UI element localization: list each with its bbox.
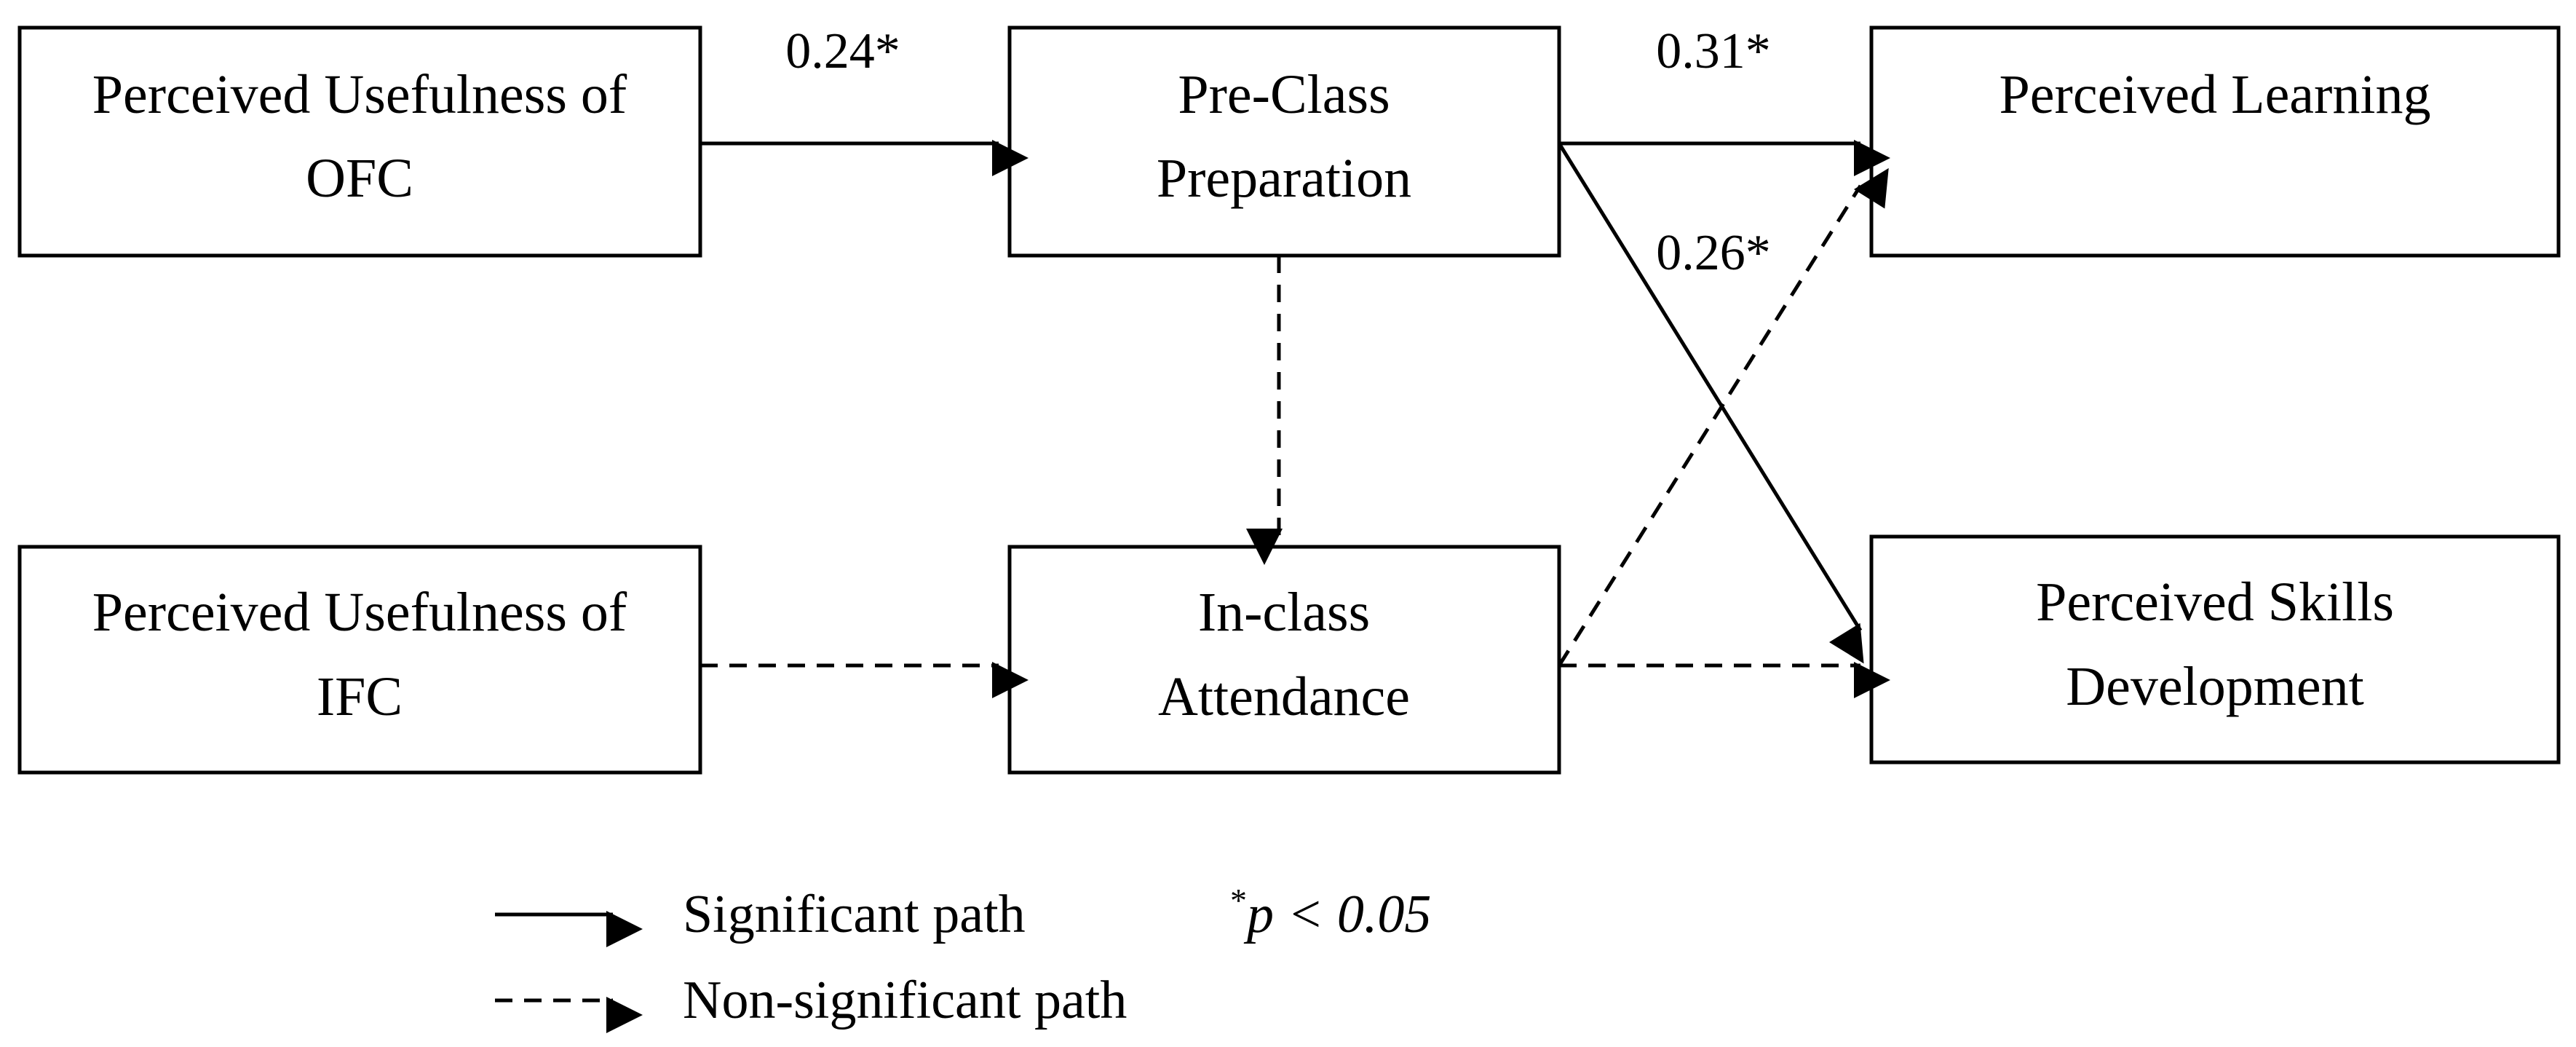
path-label-pre-skills: 0.26* xyxy=(1656,225,1771,281)
significance-note-threshold: < 0.05 xyxy=(1274,885,1431,944)
node-ofc: Perceived Usefulness of OFC xyxy=(17,25,702,258)
node-skills-line2: Development xyxy=(2066,656,2363,717)
node-skills-line1: Perceived Skills xyxy=(2036,572,2394,633)
significance-note-star: * xyxy=(1230,882,1247,919)
node-ofc-line1: Perceived Usefulness of xyxy=(92,64,627,125)
legend: Significant path Non-significant path *p… xyxy=(495,882,1431,1033)
node-ifc-line2: IFC xyxy=(317,666,403,727)
path-label-pre-learning: 0.31* xyxy=(1656,23,1771,79)
legend-nonsignificant-label: Non-significant path xyxy=(683,971,1127,1030)
significance-note: *p < 0.05 xyxy=(1230,882,1431,944)
node-pre-class-preparation: Pre-Class Preparation xyxy=(1007,25,1561,258)
node-learning-line1: Perceived Learning xyxy=(2000,64,2431,125)
node-ifc-line1: Perceived Usefulness of xyxy=(92,582,627,643)
significance-note-p: p xyxy=(1243,885,1274,944)
node-pre-line2: Preparation xyxy=(1157,148,1411,209)
path-pre-to-skills xyxy=(1557,142,1864,664)
path-label-ofc-pre: 0.24* xyxy=(785,23,900,79)
node-perceived-learning: Perceived Learning xyxy=(1869,25,2561,258)
node-inclass-line2: Attendance xyxy=(1158,666,1410,727)
path-inclass-to-learning xyxy=(1557,167,1889,667)
legend-significant-label: Significant path xyxy=(683,885,1026,944)
node-inclass-line1: In-class xyxy=(1198,582,1370,643)
node-ofc-line2: OFC xyxy=(306,148,413,209)
node-in-class-attendance: In-class Attendance xyxy=(1007,545,1561,775)
node-ifc: Perceived Usefulness of IFC xyxy=(17,545,702,775)
node-pre-line1: Pre-Class xyxy=(1178,64,1390,125)
node-perceived-skills-development: Perceived Skills Development xyxy=(1869,534,2561,764)
